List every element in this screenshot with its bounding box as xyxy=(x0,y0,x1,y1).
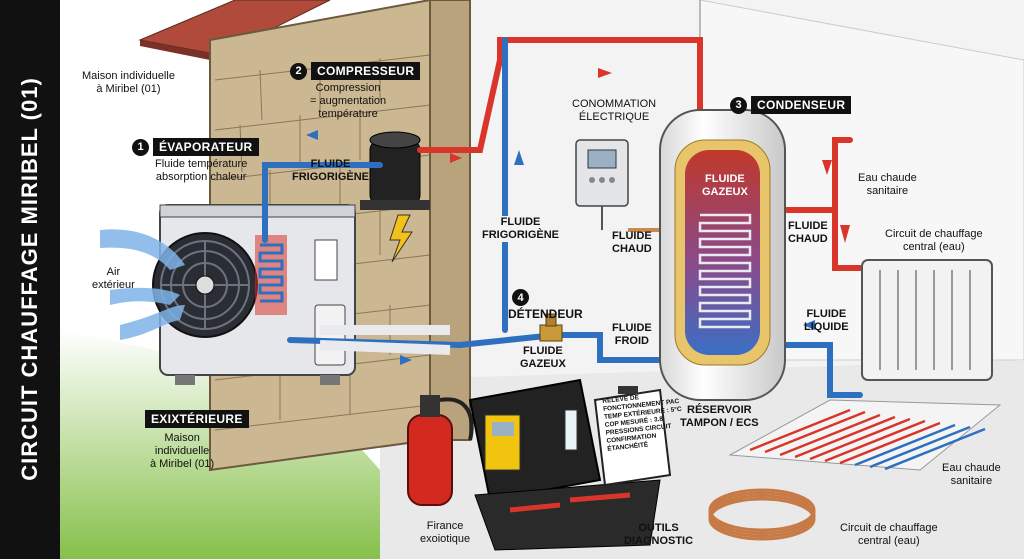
clipboard xyxy=(593,386,672,487)
exterior-tag-label: EXIXTÉRIEURE xyxy=(145,410,249,428)
hot-arrows xyxy=(450,68,850,243)
buffer-tank xyxy=(659,109,786,401)
evaporator-header: 1 ÉVAPORATEUR xyxy=(132,138,259,156)
condenser-header: 3 CONDENSEUR xyxy=(730,96,852,114)
copper-coil xyxy=(708,488,816,541)
clipboard-text: RELEVÉ DE FONCTIONNEMENT PAC TEMP EXTÉRI… xyxy=(602,390,685,454)
side-title-bar: CIRCUIT CHAUFFAGE MIRIBEL (01) xyxy=(0,0,60,559)
evaporator-number: 1 xyxy=(132,138,149,156)
compressor-header: 2 COMPRESSEUR xyxy=(290,62,421,80)
air-flow xyxy=(100,229,185,340)
compressor xyxy=(360,131,430,210)
cold-arrows xyxy=(306,130,815,365)
expansion-number: 4 xyxy=(512,289,529,306)
condenser-number: 3 xyxy=(730,96,747,114)
tool-case xyxy=(468,378,661,551)
lightning-icon xyxy=(389,214,413,263)
radiator xyxy=(861,259,993,381)
exterior-tag: EXIXTÉRIEURE xyxy=(145,410,249,428)
side-title: CIRCUIT CHAUFFAGE MIRIBEL (01) xyxy=(17,77,42,481)
expansion-header: 4 xyxy=(512,289,529,306)
underfloor-heating xyxy=(728,399,1002,471)
compressor-title: COMPRESSEUR xyxy=(311,62,421,80)
cold-pipe xyxy=(262,37,863,398)
evaporator-title: ÉVAPORATEUR xyxy=(153,138,259,156)
extinguisher xyxy=(407,395,474,506)
compressor-number: 2 xyxy=(290,62,307,80)
expansion-valve xyxy=(539,313,563,342)
condenser-title: CONDENSEUR xyxy=(751,96,852,114)
outdoor-unit xyxy=(152,204,356,385)
control-box xyxy=(575,139,629,230)
expansion-title: DÉTENDEUR xyxy=(508,307,583,321)
